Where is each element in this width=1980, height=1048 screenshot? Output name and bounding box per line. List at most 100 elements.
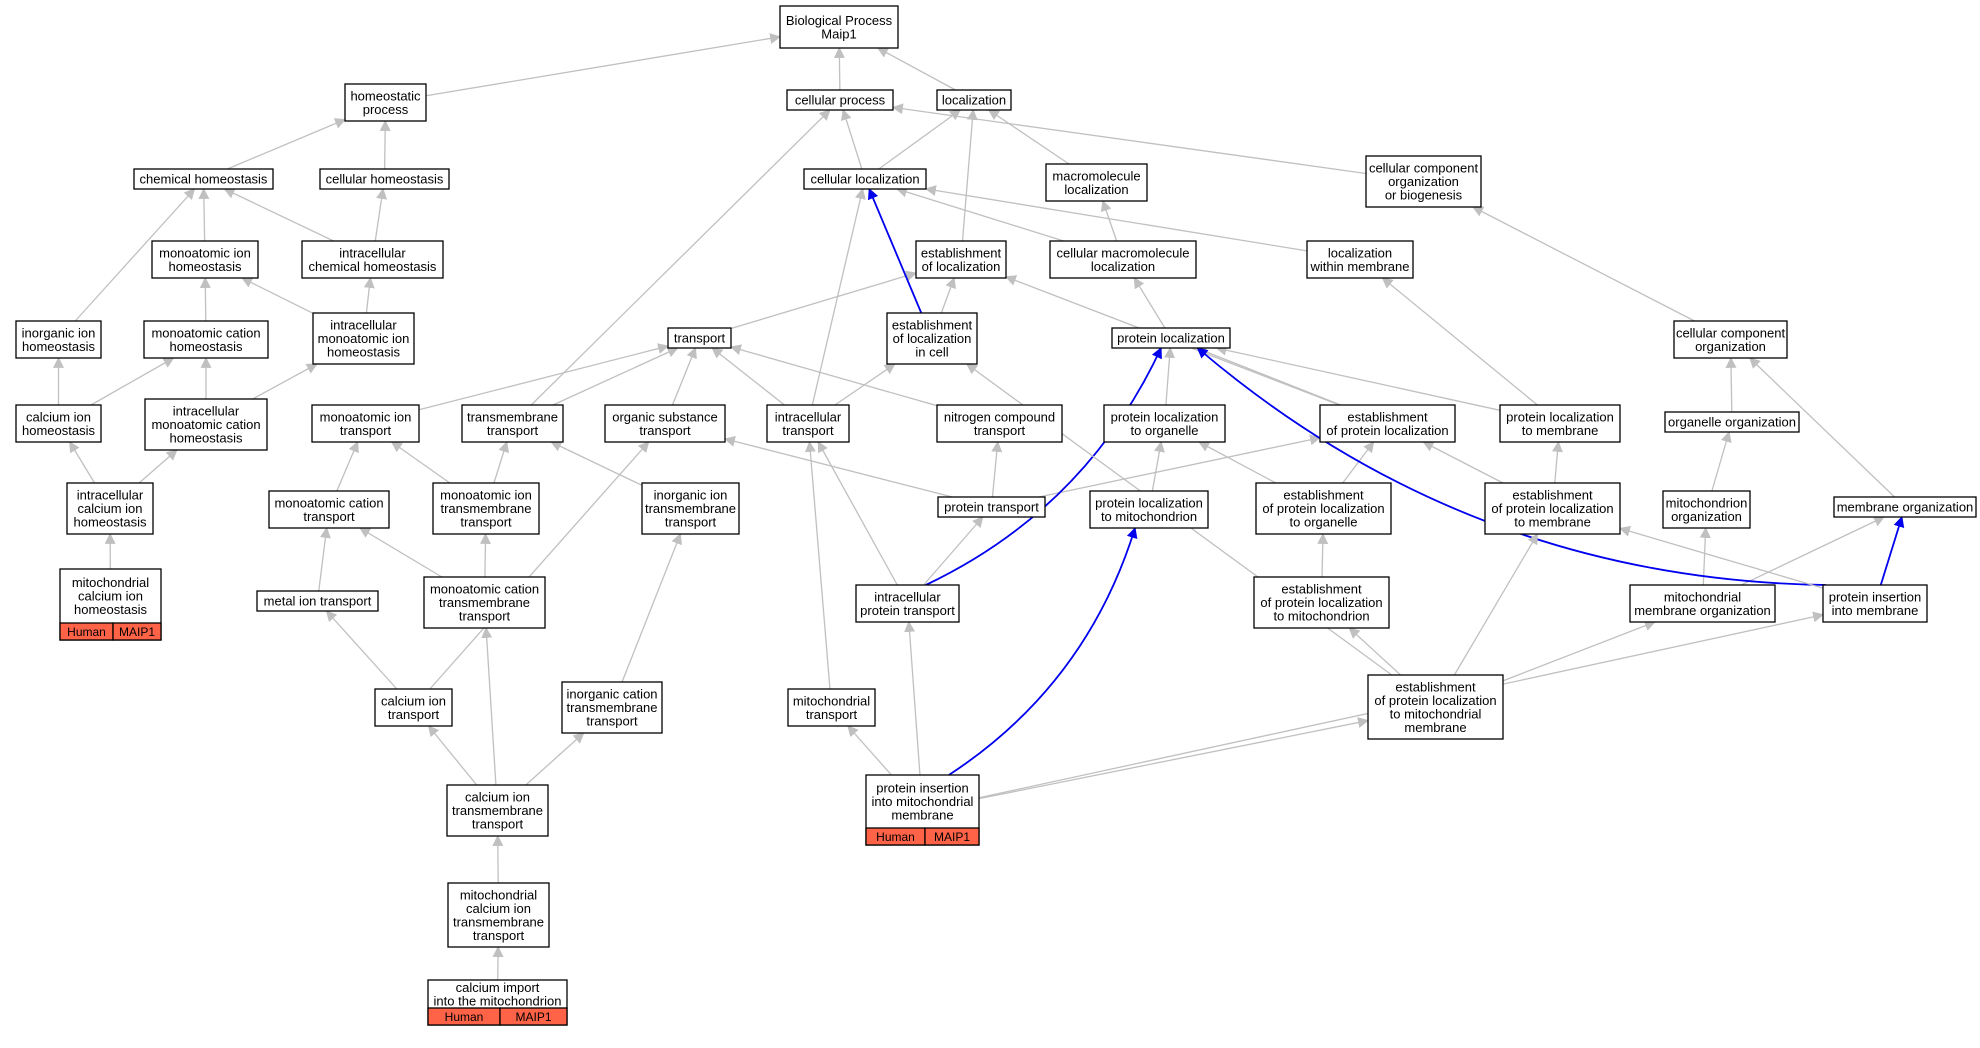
species-label: Human (876, 830, 915, 844)
graph-edge (1100, 199, 1118, 242)
term-label-line: establishment (1283, 488, 1364, 503)
term-label-line: protein localization (1506, 409, 1614, 424)
term-box (374, 688, 453, 727)
term-label-line: monoatomic ion (159, 245, 251, 260)
graph-edge (525, 732, 585, 786)
term-label-line: into membrane (1832, 603, 1919, 618)
graph-edge (90, 357, 175, 406)
term-box (886, 312, 978, 365)
graph-edge (1725, 356, 1737, 413)
term-box (144, 398, 268, 451)
go-term-node-memorg[interactable]: membrane organization (1833, 496, 1977, 518)
term-label-line: within membrane (1310, 259, 1410, 274)
term-label-line: macromolecule (1052, 168, 1140, 183)
term-label-line: transport (473, 928, 525, 943)
graph-edge (379, 119, 391, 170)
go-term-node-transport[interactable]: transport (667, 327, 732, 349)
term-box (446, 784, 549, 837)
term-box (1319, 404, 1456, 443)
term-label-line: establishment (921, 245, 1002, 260)
graph-edge (1342, 441, 1375, 484)
graph-edge (904, 620, 921, 776)
graph-edge (374, 187, 387, 242)
go-term-node-protloc[interactable]: protein localization (1111, 327, 1231, 349)
term-box (766, 404, 850, 443)
graph-edge (1317, 532, 1329, 578)
go-term-node-cellhomeo[interactable]: cellular homeostasis (319, 168, 450, 190)
go-term-node-metaliontrans[interactable]: metal ion transport (256, 590, 379, 612)
graph-edge (1741, 516, 1886, 586)
gene-cell (499, 1007, 568, 1026)
go-term-node-chemhomeo[interactable]: chemical homeostasis (133, 168, 274, 190)
term-label-line: protein localization (1117, 331, 1225, 346)
highlighted-edge (948, 526, 1138, 776)
term-box (312, 312, 415, 365)
go-term-node-cellproc[interactable]: cellular process (786, 89, 894, 111)
species-label: Human (445, 1010, 484, 1024)
go-term-node-cellloc[interactable]: cellular localization (803, 168, 927, 190)
go-term-node-prottrans[interactable]: protein transport (937, 496, 1046, 518)
go-term-node-localization[interactable]: localization (936, 89, 1012, 111)
term-box (143, 320, 269, 359)
gene-cell (924, 827, 980, 846)
term-label-line: calcium ion (78, 589, 143, 604)
term-label-line: to organelle (1290, 515, 1358, 530)
term-box (561, 681, 663, 734)
graph-edge (723, 435, 953, 498)
term-label-line: transport (472, 817, 524, 832)
term-box (1499, 404, 1621, 443)
go-term-node-orgaorg[interactable]: organelle organization (1664, 411, 1800, 433)
term-label-line: Biological Process (786, 13, 893, 28)
term-label-line: inorganic ion (654, 488, 728, 503)
graph-edge (811, 187, 866, 406)
